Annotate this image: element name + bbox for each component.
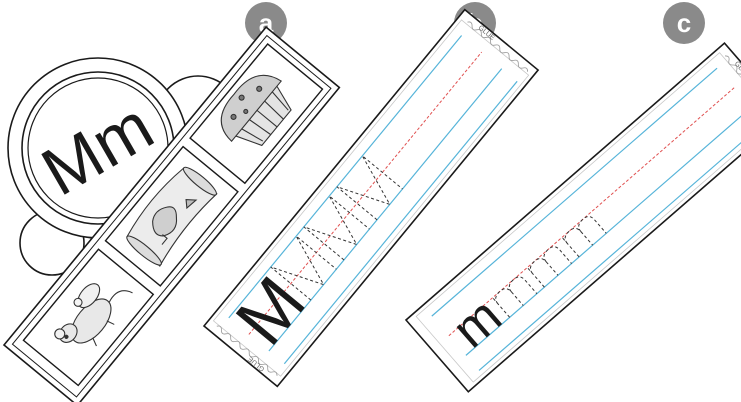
picture-panel-mouse <box>22 248 155 387</box>
strip-c-descender-line <box>478 122 741 371</box>
strip-b: GLUE GLUE M <box>202 8 540 388</box>
strip-c-frame <box>404 42 741 393</box>
strip-b-inner <box>212 19 530 377</box>
crown-a: Mm <box>2 25 341 402</box>
trace-m-2 <box>526 246 572 288</box>
trace-M-3 <box>336 155 403 221</box>
picture-panel-map <box>104 145 239 287</box>
trace-m-1 <box>492 276 538 318</box>
strip-b-descender-line <box>283 80 518 365</box>
trace-M-2 <box>303 195 370 261</box>
picture-strip <box>2 25 341 402</box>
strip-b-tracing <box>270 155 403 301</box>
strip-b-mid-line <box>248 51 483 335</box>
strip-c-tracing <box>492 216 607 318</box>
picture-panel-muffin <box>189 42 324 185</box>
muffin-icon <box>220 74 292 147</box>
strip-c-mid-line <box>448 87 735 337</box>
strip-c-right-wave <box>724 55 741 115</box>
mouse-icon <box>54 283 133 347</box>
strip-c-base-line <box>465 106 741 356</box>
strip-c-top-line <box>431 67 718 317</box>
picture-strip-inner <box>11 34 332 398</box>
badge-c-label: c <box>677 8 691 38</box>
strip-b-right-wave <box>467 21 529 72</box>
strip-b-top-line <box>228 35 463 319</box>
strip-c-inner <box>415 52 741 383</box>
trace-m-3 <box>561 216 607 258</box>
map-icon <box>126 166 218 267</box>
badge-c: c <box>663 2 705 44</box>
strip-b-left-wave <box>216 325 278 376</box>
strip-b-frame <box>202 8 540 388</box>
strip-c: GLUE m <box>404 42 741 393</box>
trace-M-1 <box>270 235 337 301</box>
badge-c-circle <box>663 2 705 44</box>
badge-a-circle <box>245 2 287 44</box>
strip-b-base-line <box>268 68 503 352</box>
